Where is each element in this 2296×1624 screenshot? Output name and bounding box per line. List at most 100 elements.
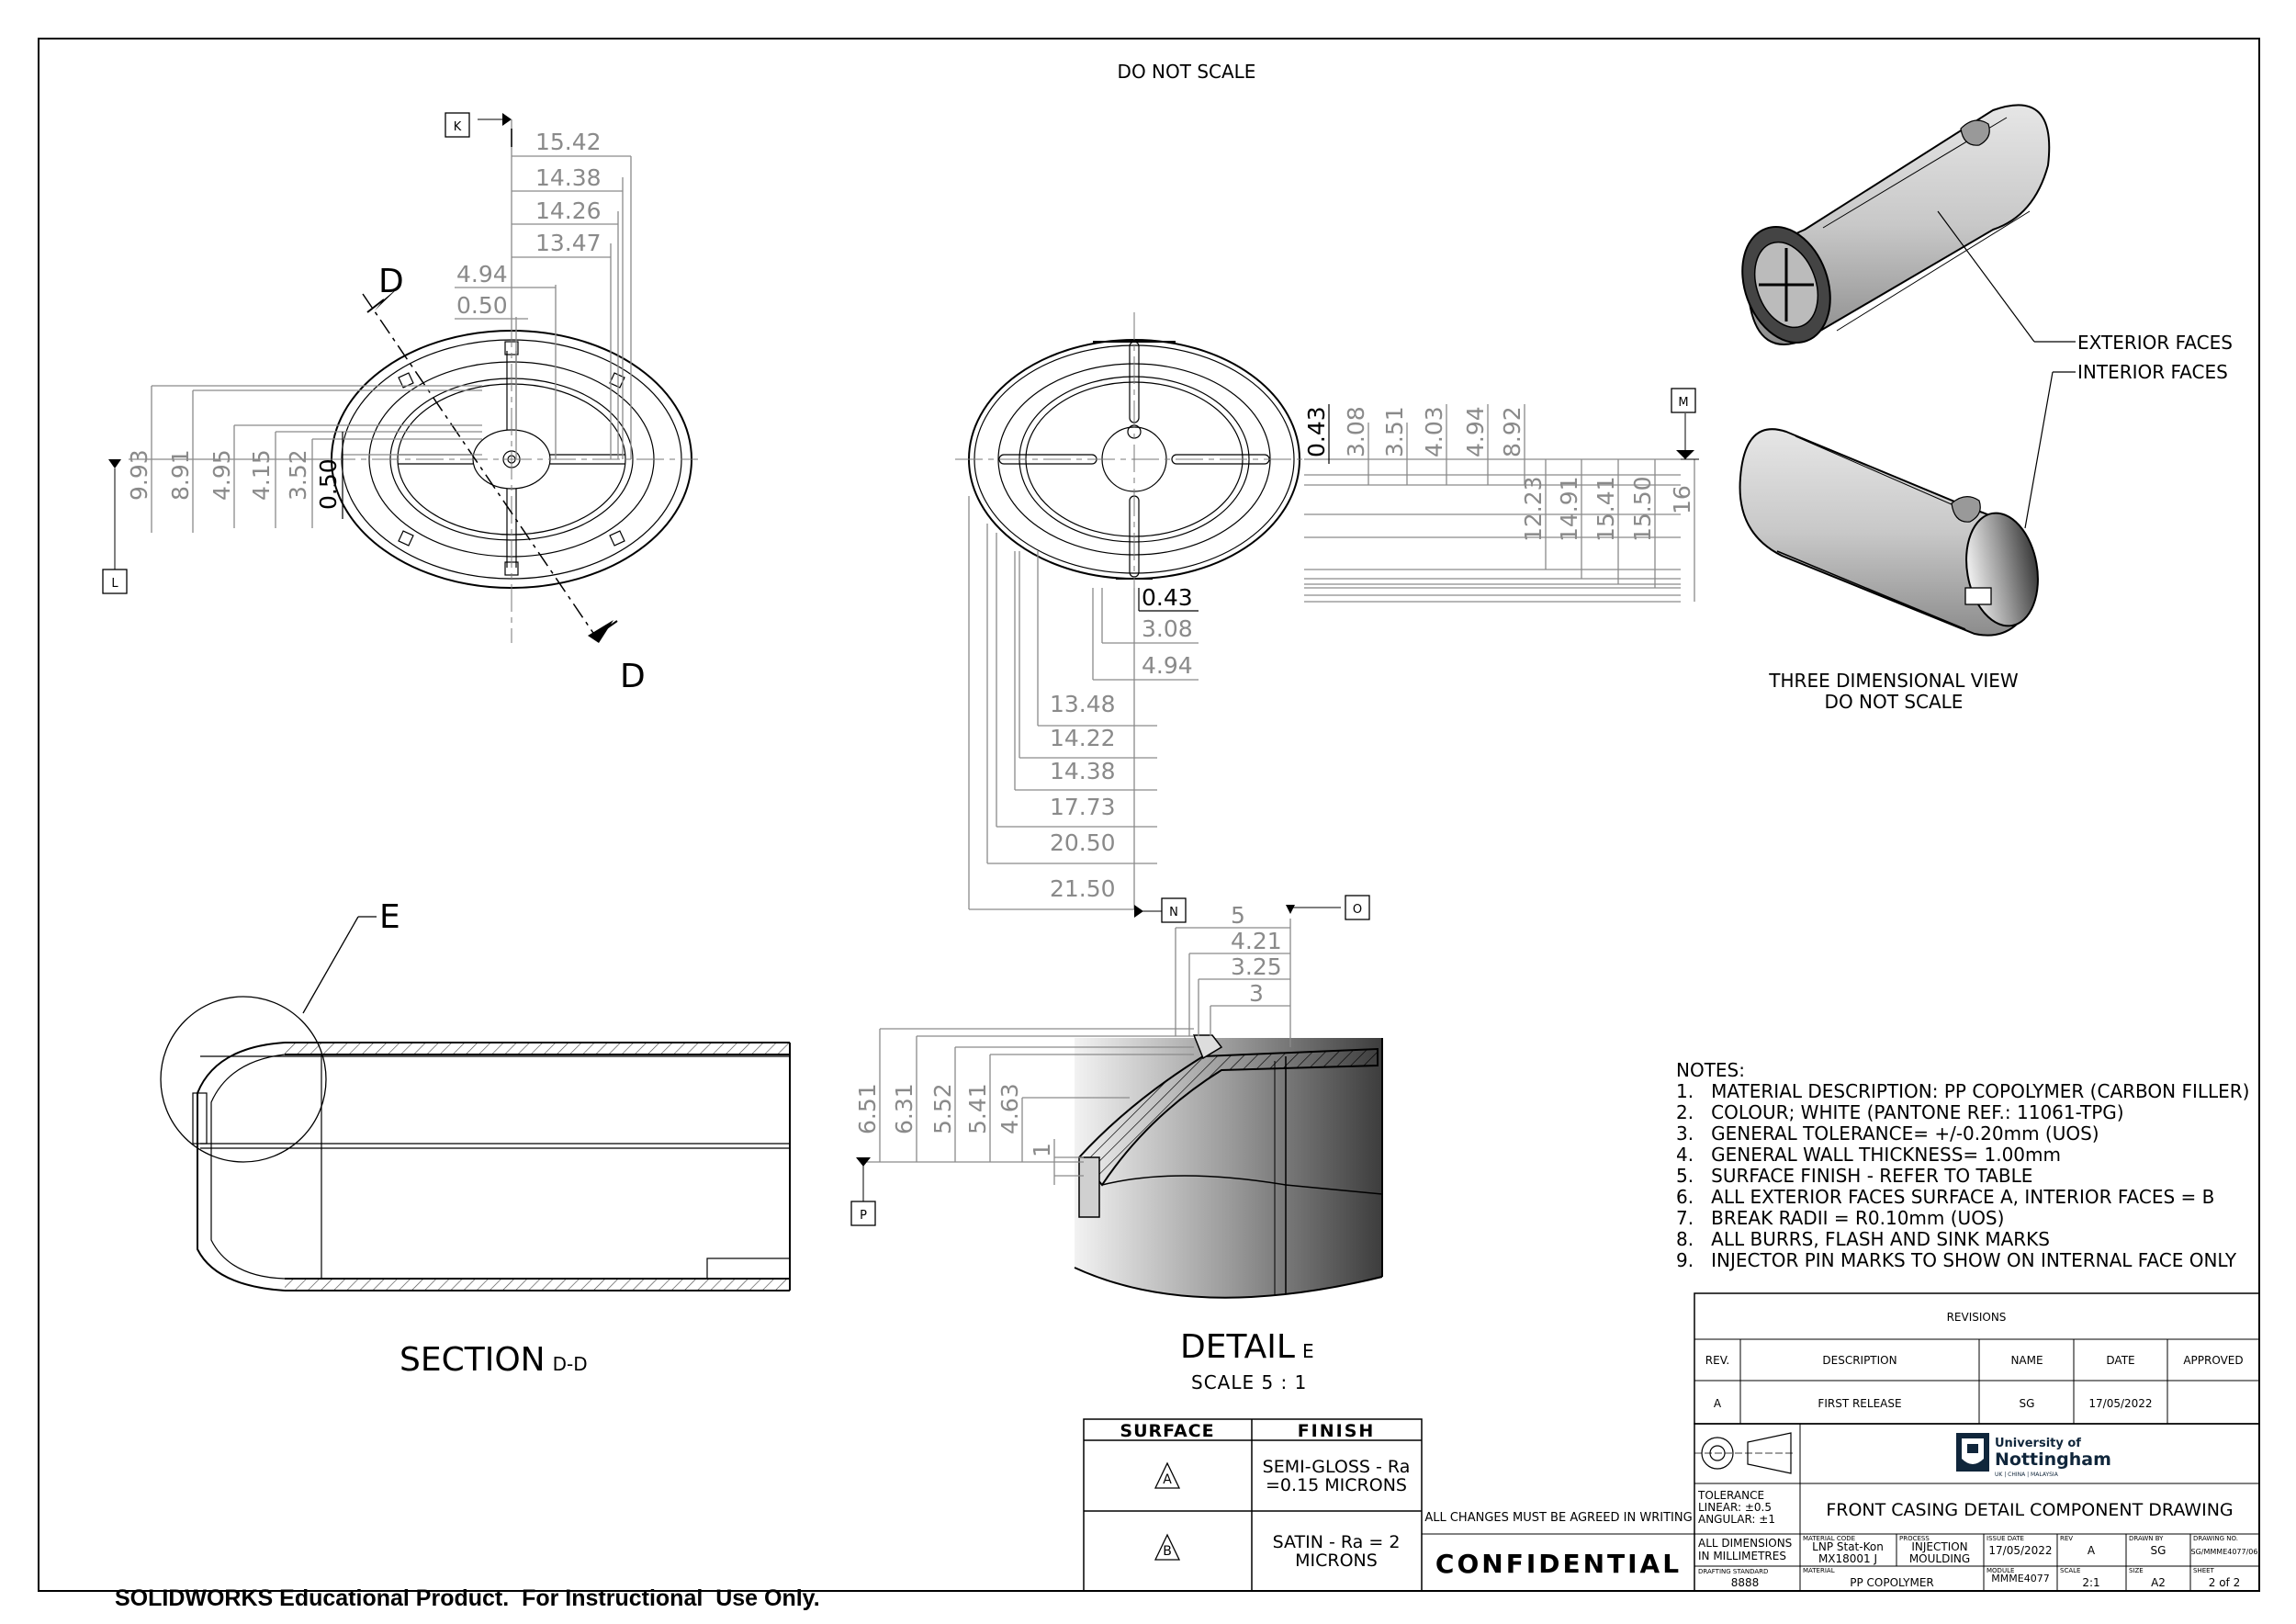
- rev-value: A: [2088, 1544, 2096, 1557]
- dim-0-43-right: 0.43: [1303, 406, 1330, 457]
- description-col-header: DESCRIPTION: [1822, 1354, 1896, 1367]
- dim-15-42: 15.42: [535, 129, 602, 155]
- svg-text:N: N: [1169, 906, 1178, 919]
- datum-l: L: [102, 569, 128, 594]
- front-view-left-dimensions: [108, 385, 482, 570]
- dim-4-21: 4.21: [1231, 928, 1282, 954]
- dim-3-52: 3.52: [285, 449, 311, 501]
- surface-finish-table: SURFACE FINISH A SEMI-GLOSS - Ra =0.15 M…: [1083, 1418, 1423, 1592]
- surface-a-symbol: A: [1163, 1472, 1172, 1487]
- notes-block: NOTES: 1. MATERIAL DESCRIPTION: PP COPOL…: [1676, 1059, 2249, 1271]
- date-col-header: DATE: [2106, 1354, 2134, 1367]
- issue-date-label: ISSUE DATE: [1986, 1535, 2024, 1542]
- tolerance-line3: ANGULAR: ±1: [1698, 1513, 1775, 1526]
- drawn-by-value: SG: [2151, 1544, 2167, 1557]
- detail-e-view: [1074, 1034, 1383, 1299]
- dim-3-08-bottom: 3.08: [1142, 615, 1193, 642]
- sheet-border: [38, 38, 2260, 1592]
- tolerance-line1: TOLERANCE: [1697, 1489, 1764, 1502]
- dim-0-43-bottom: 0.43: [1142, 584, 1193, 611]
- iso-caption-line2: DO NOT SCALE: [1825, 691, 1964, 713]
- third-angle-projection-icon: [1694, 1432, 1795, 1474]
- detail-left-dimensions: [856, 1028, 1194, 1203]
- datum-p: P: [850, 1201, 876, 1226]
- dim-16: 16: [1669, 485, 1695, 514]
- title-block: University of Nottingham UK | CHINA | MA…: [1694, 1423, 2260, 1592]
- drawn-by-label: DRAWN BY: [2129, 1535, 2164, 1542]
- rev-label: REV: [2060, 1535, 2073, 1542]
- dim-4-95: 4.95: [208, 449, 235, 501]
- university-name-line2: Nottingham: [1995, 1449, 2111, 1470]
- front-view: [328, 276, 698, 643]
- svg-text:P: P: [860, 1209, 867, 1223]
- material-code-line1: LNP Stat-Kon: [1812, 1540, 1884, 1553]
- interior-faces-label: INTERIOR FACES: [2077, 361, 2228, 383]
- datum-o: O: [1345, 895, 1370, 920]
- dim-14-38: 14.38: [535, 164, 602, 191]
- do-not-scale-header: DO NOT SCALE: [1118, 61, 1256, 83]
- tolerance-line2: LINEAR: ±0.5: [1698, 1501, 1772, 1514]
- size-label: SIZE: [2129, 1567, 2144, 1574]
- iso-view-exterior: [1741, 104, 2051, 345]
- dim-4-15: 4.15: [248, 449, 275, 501]
- revisions-table: REVISIONS REV. DESCRIPTION NAME DATE APP…: [1694, 1292, 2260, 1425]
- drawing-title: FRONT CASING DETAIL COMPONENT DRAWING: [1826, 1500, 2233, 1520]
- datum-n: N: [1161, 897, 1187, 923]
- svg-text:O: O: [1353, 903, 1362, 917]
- dim-13-47: 13.47: [535, 230, 602, 256]
- name-col-header: NAME: [2010, 1354, 2043, 1367]
- dim-0-50-top: 0.50: [456, 292, 508, 319]
- university-name-line3: UK | CHINA | MALAYSIA: [1995, 1472, 2059, 1478]
- front-view-top-dimensions: [455, 113, 632, 459]
- size-value: A2: [2151, 1576, 2166, 1589]
- note-item: 3. GENERAL TOLERANCE= +/-0.20mm (UOS): [1676, 1122, 2099, 1145]
- module-value: MMME4077: [1991, 1573, 2049, 1585]
- note-item: 8. ALL BURRS, FLASH AND SINK MARKS: [1676, 1228, 2050, 1250]
- dim-4-63: 4.63: [996, 1083, 1023, 1134]
- iso-caption-line1: THREE DIMENSIONAL VIEW: [1768, 670, 2019, 692]
- section-marker-d-top: D: [378, 263, 404, 300]
- rev-cell: A: [1714, 1397, 1722, 1410]
- surface-a-finish-line2: =0.15 MICRONS: [1266, 1475, 1407, 1495]
- description-cell: FIRST RELEASE: [1818, 1397, 1901, 1410]
- dim-13-48: 13.48: [1050, 691, 1116, 717]
- section-d-d-view: [160, 916, 791, 1291]
- dim-5: 5: [1231, 902, 1245, 929]
- dim-15-50: 15.50: [1629, 476, 1656, 542]
- dim-4-94: 4.94: [456, 261, 508, 288]
- dim-14-91: 14.91: [1556, 476, 1582, 542]
- note-item: 6. ALL EXTERIOR FACES SURFACE A, INTERIO…: [1676, 1186, 2214, 1208]
- university-name-line1: University of: [1995, 1437, 2081, 1450]
- dim-14-22: 14.22: [1050, 725, 1116, 751]
- scale-label: SCALE: [2060, 1567, 2080, 1574]
- svg-text:K: K: [454, 120, 462, 134]
- confidential-box: [1421, 1533, 1695, 1592]
- approved-col-header: APPROVED: [2183, 1354, 2243, 1367]
- drawing-no-value: SG/MMME4077/06: [2191, 1548, 2258, 1556]
- sheet-value: 2 of 2: [2209, 1576, 2240, 1589]
- dim-12-23: 12.23: [1520, 476, 1547, 542]
- process-line1: INJECTION: [1911, 1540, 1967, 1553]
- dim-9-93: 9.93: [126, 449, 152, 501]
- scale-value: 2:1: [2082, 1576, 2099, 1589]
- material-value: PP COPOLYMER: [1850, 1576, 1934, 1589]
- dim-1: 1: [1029, 1143, 1055, 1157]
- university-logo: University of Nottingham UK | CHINA | MA…: [1956, 1433, 2111, 1478]
- rear-view-right-dimensions: [1304, 404, 1699, 603]
- module-label: MODULE: [1986, 1567, 2014, 1574]
- dim-3-51-right: 3.51: [1381, 406, 1408, 457]
- dim-21-50: 21.50: [1050, 875, 1116, 902]
- dim-4-94-bottom: 4.94: [1142, 652, 1193, 679]
- drawing-no-label: DRAWING NO.: [2193, 1535, 2238, 1542]
- note-item: 4. GENERAL WALL THICKNESS= 1.00mm: [1676, 1144, 2061, 1166]
- dim-5-41: 5.41: [964, 1083, 991, 1134]
- dim-0-50-left: 0.50: [315, 458, 342, 510]
- dim-14-26: 14.26: [535, 197, 602, 224]
- rear-view-bottom-dimensions: [968, 496, 1199, 918]
- dim-8-92-right: 8.92: [1499, 406, 1525, 457]
- material-code-line2: MX18001 J: [1818, 1552, 1877, 1565]
- iso-leaders: [1937, 210, 2076, 529]
- surface-header: SURFACE: [1120, 1421, 1214, 1441]
- svg-text:L: L: [111, 577, 118, 591]
